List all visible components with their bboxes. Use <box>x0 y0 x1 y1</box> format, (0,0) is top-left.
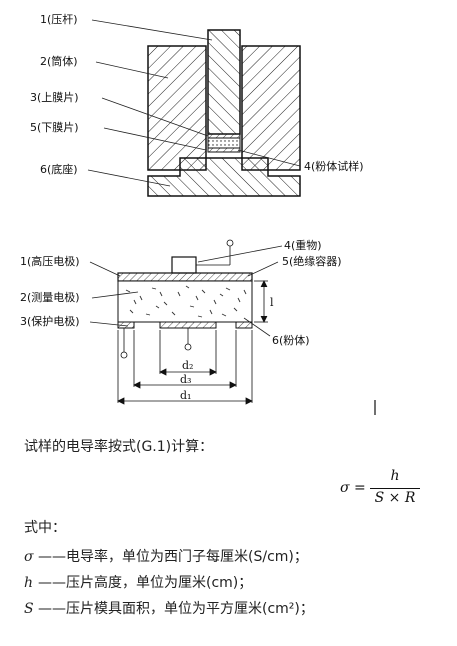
label-lower-membrane: 5(下膜片) <box>30 121 79 134</box>
upper-membrane <box>207 133 241 139</box>
label-upper-membrane: 3(上膜片) <box>30 91 79 104</box>
definition-text: ——电导率，单位为西门子每厘米(S/cm)； <box>38 549 308 565</box>
definition-h: h——压片高度，单位为厘米(cm)； <box>24 574 252 592</box>
high-voltage-electrode <box>117 272 253 282</box>
guard-electrode-right <box>235 321 253 329</box>
formula-fraction-bar <box>370 488 420 489</box>
definition-text: ——压片高度，单位为厘米(cm)； <box>38 575 253 591</box>
measuring-electrode <box>159 321 217 329</box>
label-press-rod: 1(压杆) <box>40 13 78 26</box>
powder-sample <box>207 137 241 149</box>
label-insulating-container: 5(绝缘容器) <box>282 255 342 268</box>
dim-d3-label: d₃ <box>180 373 192 386</box>
height-dimension <box>254 280 268 323</box>
label-cylinder: 2(筒体) <box>40 55 78 68</box>
definition-symbol: σ <box>24 549 34 565</box>
figure-electrode-cell <box>89 239 376 415</box>
fig2-leaders <box>89 245 283 337</box>
powder-specks <box>125 285 247 318</box>
lower-membrane <box>207 147 241 153</box>
label-measuring-electrode: 2(测量电极) <box>20 291 80 304</box>
formula-equals: = <box>354 480 366 496</box>
label-guard-electrode: 3(保护电极) <box>20 315 80 328</box>
formula-denominator: S × R <box>374 490 416 506</box>
press-rod <box>207 29 241 135</box>
definition-symbol: S <box>24 601 34 617</box>
definition-text: ——压片模具面积，单位为平方厘米(cm²)； <box>38 601 314 617</box>
figure-press-die <box>87 19 301 197</box>
terminals <box>120 239 234 359</box>
formula-numerator: h <box>390 468 400 484</box>
definition-s: S——压片模具面积，单位为平方厘米(cm²)； <box>24 600 314 618</box>
intro-sentence: 试样的电导率按式(G.1)计算： <box>24 439 214 455</box>
conductivity-formula: σ = h S × R <box>340 468 450 508</box>
label-powder-sample: 4(粉体试样) <box>304 160 364 173</box>
formula-lhs: σ <box>340 480 350 496</box>
dim-d2-label: d₂ <box>182 359 194 372</box>
definition-sigma: σ——电导率，单位为西门子每厘米(S/cm)； <box>24 548 308 566</box>
cylinder-body-right <box>241 45 301 171</box>
label-base: 6(底座) <box>40 163 78 176</box>
where-heading: 式中： <box>24 520 66 536</box>
dim-d1-label: d₁ <box>180 389 192 402</box>
fig1-leaders <box>87 19 301 187</box>
powder-region <box>117 280 253 323</box>
label-powder: 6(粉体) <box>272 334 310 347</box>
label-weight: 4(重物) <box>284 239 322 252</box>
label-high-voltage-electrode: 1(高压电极) <box>20 255 80 268</box>
dim-height-label: l <box>270 296 274 309</box>
cylinder-body-left <box>147 45 207 171</box>
definition-symbol: h <box>24 575 34 591</box>
weight <box>171 256 197 274</box>
width-dimensions <box>117 330 253 405</box>
